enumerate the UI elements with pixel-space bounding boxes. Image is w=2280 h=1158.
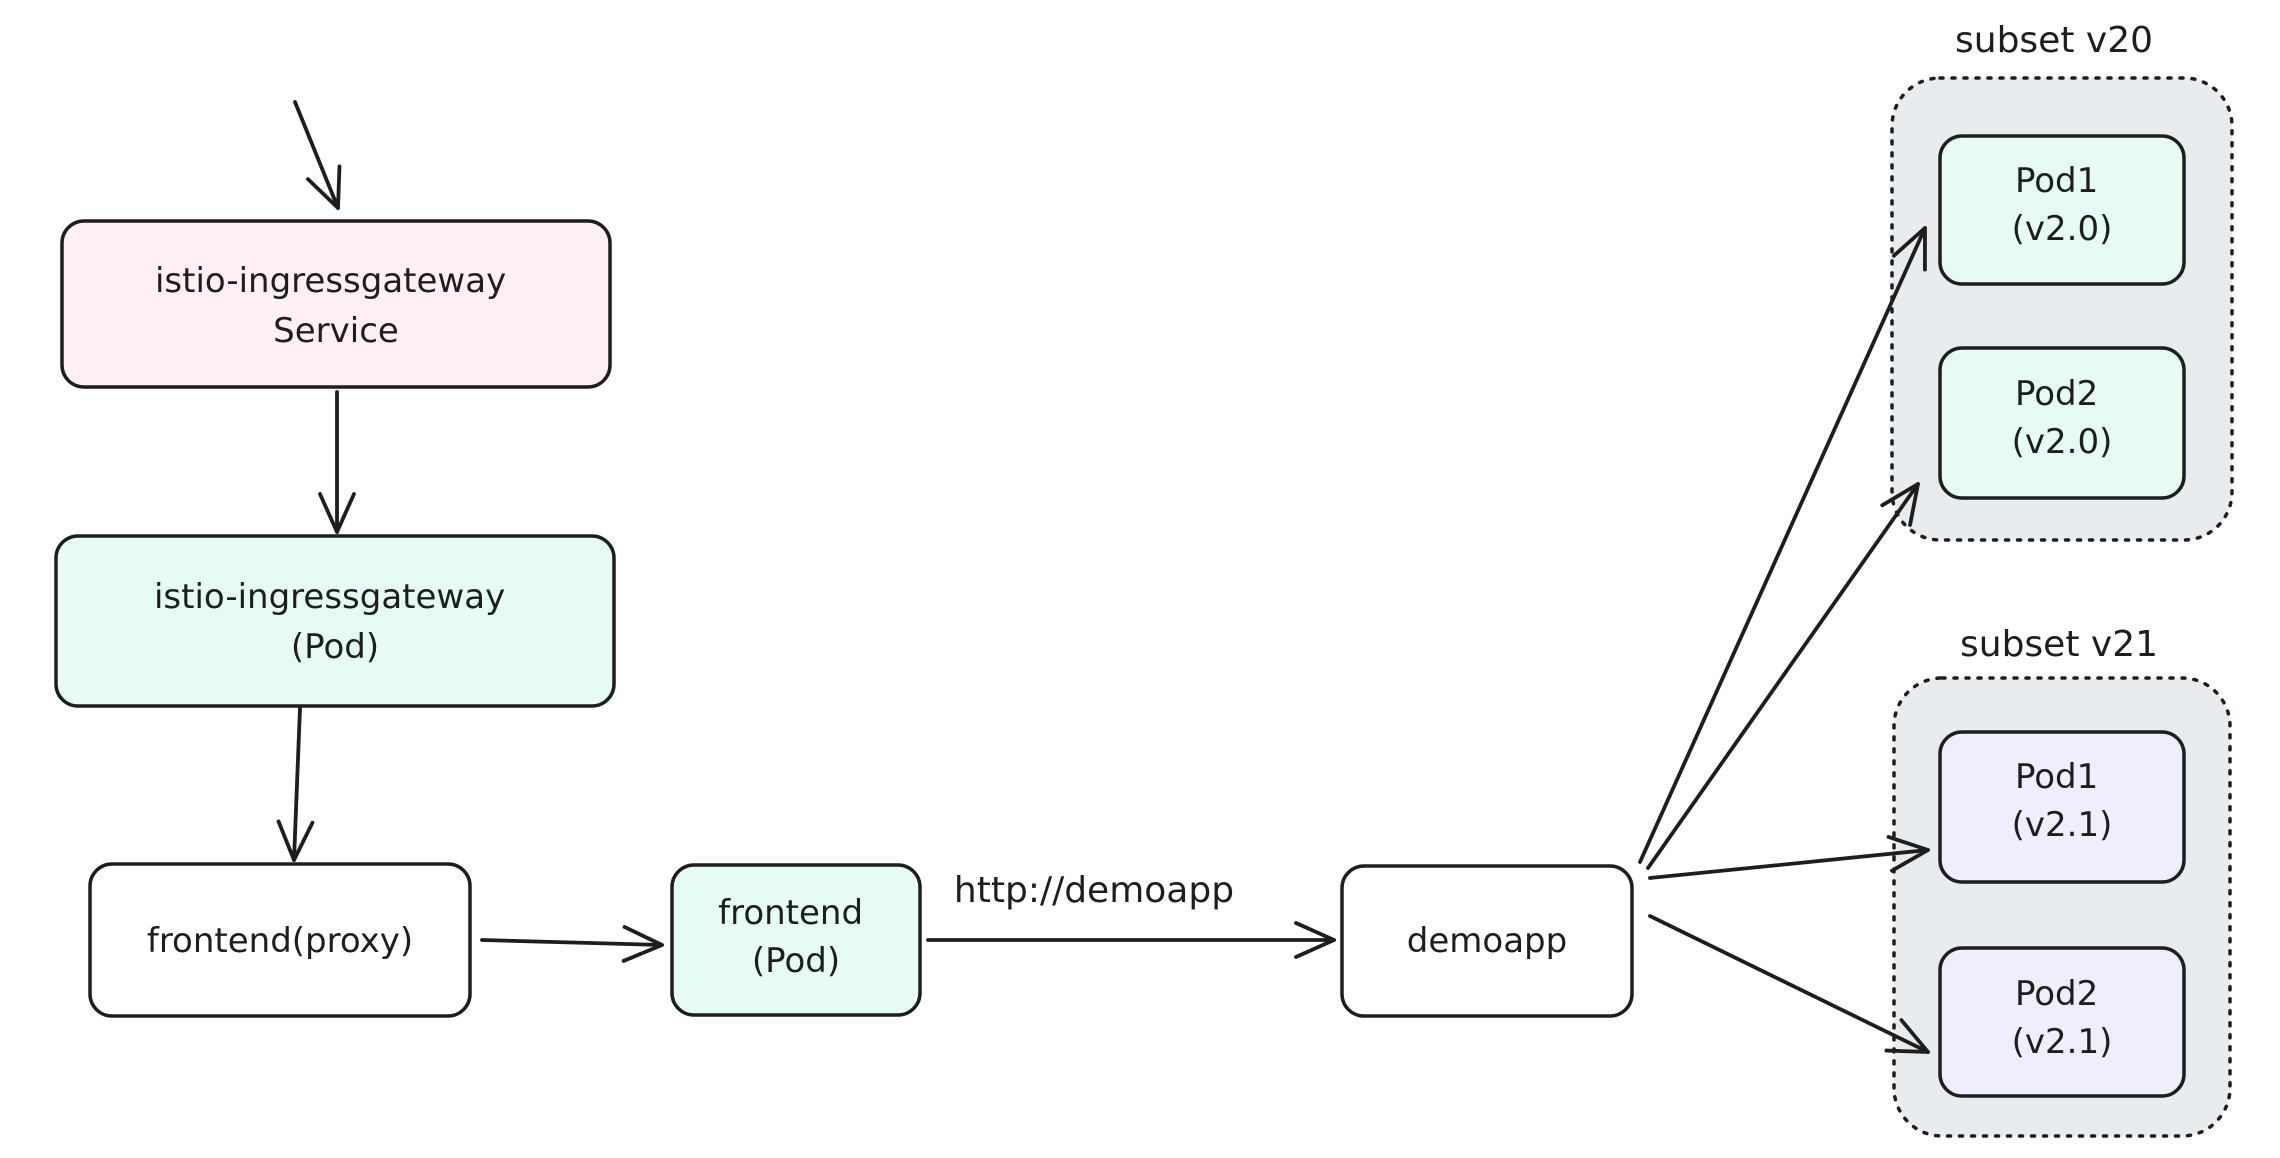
demoapp-box <box>1340 864 1634 1018</box>
frontend-proxy-box <box>88 862 472 1018</box>
frontend-proxy-label: frontend(proxy) <box>147 921 413 961</box>
v20-pod1-line-1: Pod1 <box>2015 161 2098 201</box>
v20-pod2-line-2: (v2.0) <box>2012 422 2113 462</box>
pod-to-frontend-proxy-arrow <box>276 706 315 862</box>
v20-pod1-box <box>1938 134 2186 286</box>
ingress-service-line-1: istio-ingressgateway <box>155 261 506 301</box>
node-v20-pod1: Pod1 (v2.0) <box>1938 134 2186 286</box>
frontend-pod-label: frontend (Pod) <box>718 893 874 981</box>
ingress-pod-label: istio-ingressgateway (Pod) <box>154 577 516 667</box>
v20-pod1-label: Pod1 (v2.0) <box>2012 161 2113 249</box>
demoapp-to-v20-pod2-arrow <box>1646 482 1920 870</box>
v21-pod2-line-1: Pod2 <box>2015 974 2098 1014</box>
node-v21-pod2: Pod2 (v2.1) <box>1938 946 2186 1098</box>
frontend-pod-line-1: frontend <box>718 893 863 933</box>
demoapp-to-v21-pod1-arrow <box>1648 834 1930 880</box>
v21-pod2-box <box>1938 946 2186 1098</box>
node-demoapp: demoapp <box>1340 864 1634 1018</box>
ingress-service-label: istio-ingressgateway Service <box>155 261 517 351</box>
subset-v21-label: subset v21 <box>1960 624 2158 665</box>
ingress-pod-line-1: istio-ingressgateway <box>154 577 505 617</box>
node-frontend-proxy: frontend(proxy) <box>88 862 472 1018</box>
ingress-service-box <box>60 219 612 389</box>
node-v20-pod2: Pod2 (v2.0) <box>1938 346 2186 500</box>
node-istio-ingressgateway-pod: istio-ingressgateway (Pod) <box>54 534 616 708</box>
v21-pod1-box <box>1938 730 2186 884</box>
subset-v20-label: subset v20 <box>1955 20 2153 61</box>
v21-pod2-label: Pod2 (v2.1) <box>2012 974 2113 1062</box>
frontend-pod-box <box>670 863 922 1017</box>
ingress-pod-box <box>54 534 616 708</box>
node-frontend-pod: frontend (Pod) <box>670 863 922 1017</box>
node-istio-ingressgateway-service: istio-ingressgateway Service <box>60 219 612 389</box>
v21-pod2-line-2: (v2.1) <box>2012 1022 2113 1062</box>
v20-pod2-label: Pod2 (v2.0) <box>2012 374 2113 462</box>
demoapp-to-v20-pod1-arrow <box>1638 226 1927 864</box>
demoapp-to-v21-pod2-arrow <box>1648 914 1930 1054</box>
node-v21-pod1: Pod1 (v2.1) <box>1938 730 2186 884</box>
http-demoapp-label: http://demoapp <box>954 870 1234 911</box>
v21-pod1-label: Pod1 (v2.1) <box>2012 757 2113 845</box>
ingress-service-line-2: Service <box>273 311 399 351</box>
v21-pod1-line-2: (v2.1) <box>2012 805 2113 845</box>
frontend-proxy-to-frontend-pod-arrow <box>480 925 664 963</box>
v20-pod1-line-2: (v2.0) <box>2012 209 2113 249</box>
frontend-pod-line-2: (Pod) <box>752 941 840 981</box>
entry-arrow <box>293 100 342 210</box>
demoapp-label: demoapp <box>1407 921 1567 961</box>
v20-pod2-line-1: Pod2 <box>2015 374 2098 414</box>
edges: http://demoapp <box>276 100 1930 1054</box>
v21-pod1-line-1: Pod1 <box>2015 757 2098 797</box>
v20-pod2-box <box>1938 346 2186 500</box>
ingress-pod-line-2: (Pod) <box>291 627 379 667</box>
